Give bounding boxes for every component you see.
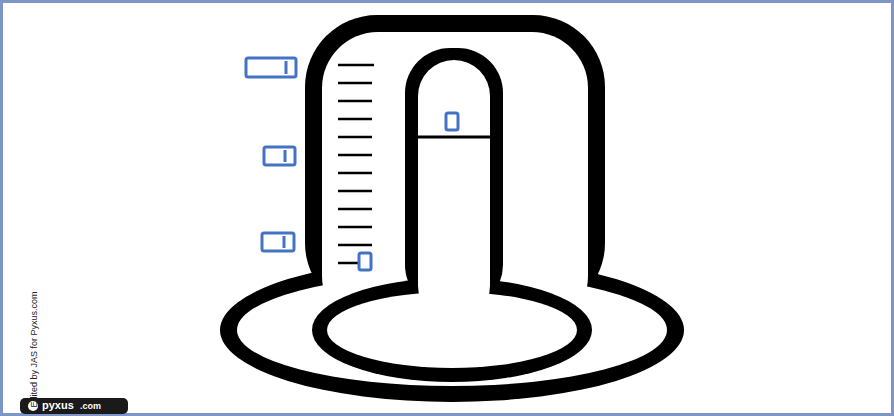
cursor-mark [285, 61, 288, 74]
logo-text: pyxus [42, 400, 74, 411]
blank-box [264, 147, 295, 165]
blank-box [246, 58, 296, 77]
tick [338, 172, 372, 175]
tick [338, 64, 374, 67]
liquid-level [418, 136, 490, 139]
blank-box [359, 253, 371, 270]
thermometer-outline [220, 15, 684, 402]
scale-ticks [338, 65, 374, 263]
blank-box [446, 113, 458, 130]
tick [338, 118, 372, 121]
tick [338, 244, 372, 247]
tick [338, 100, 372, 103]
tick [338, 82, 372, 85]
logo-text: .com [80, 402, 101, 411]
blank-box [262, 233, 294, 251]
inner-bulb [312, 278, 592, 382]
inner-tube-inside [418, 60, 490, 322]
watermark: Edited by JAS for Pyxus.com [30, 291, 39, 407]
tick [338, 208, 372, 211]
tick [338, 154, 372, 157]
tick [338, 226, 372, 229]
cursor-mark [283, 236, 286, 248]
tick [338, 190, 372, 193]
cursor-mark [284, 150, 287, 162]
tick [338, 136, 372, 139]
blank-label-boxes [246, 58, 458, 270]
inner-bulb-inside [327, 292, 577, 368]
